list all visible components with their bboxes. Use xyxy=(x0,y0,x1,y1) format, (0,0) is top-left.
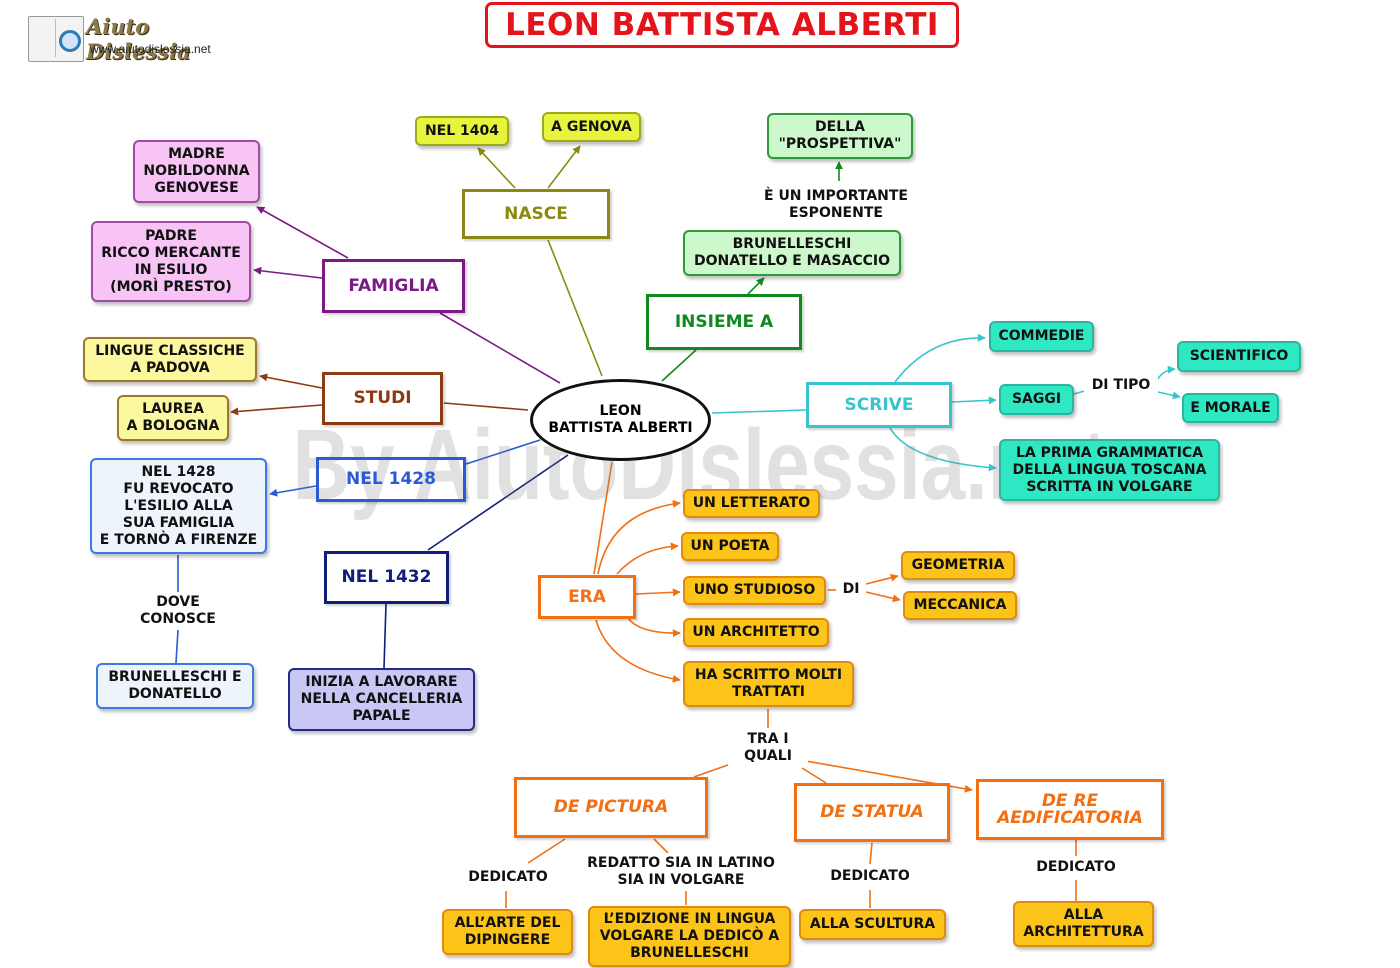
edge-era-letterato xyxy=(597,499,681,575)
nel1428-desc: NEL 1428 FU REVOCATO L'ESILIO ALLA SUA F… xyxy=(90,458,267,554)
trattato-pictura: DE PICTURA xyxy=(514,777,708,838)
nel1432-node: NEL 1432 xyxy=(324,551,449,604)
edge-era-poeta xyxy=(616,542,679,575)
edge-di-geometria xyxy=(865,573,899,585)
edge-famiglia-madre xyxy=(256,206,349,259)
famiglia-padre: PADRE RICCO MERCANTE IN ESILIO (MORÌ PRE… xyxy=(91,221,251,302)
era-studioso: UNO STUDIOSO xyxy=(683,576,826,605)
magnifier-icon xyxy=(59,30,81,52)
studi-laurea: LAUREA A BOLOGNA xyxy=(117,395,229,441)
page-title: LEON BATTISTA ALBERTI xyxy=(485,2,959,48)
aedificatoria-dedicato: DEDICATO xyxy=(1028,857,1124,877)
nel1428-link: DOVE CONOSCE xyxy=(128,592,228,630)
edge-famiglia-padre xyxy=(253,266,323,279)
edge-center-nasce xyxy=(547,239,603,377)
edge-center-era xyxy=(593,461,613,575)
edge-studi-lingue xyxy=(259,373,323,389)
scrive-ditipo: DI TIPO xyxy=(1084,376,1158,394)
edge-era-architetto xyxy=(627,617,681,638)
scrive-commedie: COMMEDIE xyxy=(989,321,1094,352)
pictura-edizione: L’EDIZIONE IN LINGUA VOLGARE LA DEDICÒ A… xyxy=(588,906,791,967)
statua-dedicato: DEDICATO xyxy=(822,866,918,886)
edge-center-scrive xyxy=(711,409,807,414)
edge-nasce-genova xyxy=(547,145,581,189)
edge-center-insieme xyxy=(661,349,697,382)
era-poeta: UN POETA xyxy=(681,532,779,561)
logo-url: www.aiutodislessia.net xyxy=(90,42,211,56)
era-architetto: UN ARCHITETTO xyxy=(683,618,829,647)
logo: Aiuto Dislessia www.aiutodislessia.net xyxy=(28,12,238,64)
scrive-saggi: SAGGI xyxy=(999,384,1074,415)
edge-nasce-1404 xyxy=(477,147,516,189)
center-node: LEON BATTISTA ALBERTI xyxy=(530,379,711,461)
book-icon xyxy=(28,16,84,62)
edge-center-famiglia xyxy=(439,312,561,384)
edge-traiquali-statua xyxy=(801,767,827,784)
aedificatoria-architettura: ALLA ARCHITETTURA xyxy=(1013,901,1154,947)
scrive-grammatica: LA PRIMA GRAMMATICA DELLA LINGUA TOSCANA… xyxy=(999,439,1220,501)
nasce-place: A GENOVA xyxy=(542,112,641,142)
edge-center-studi xyxy=(443,402,529,411)
nel1428-node: NEL 1428 xyxy=(316,457,466,502)
edge-scrive-saggi xyxy=(951,396,997,405)
edge-1432-desc xyxy=(383,603,387,669)
era-node: ERA xyxy=(538,575,636,619)
studi-node: STUDI xyxy=(322,372,443,425)
nel1428-who: BRUNELLESCHI E DONATELLO xyxy=(96,663,254,709)
statua-scultura: ALLA SCULTURA xyxy=(799,909,946,940)
edge-ditipo-scientifico xyxy=(1155,365,1176,383)
studi-lingue: LINGUE CLASSICHE A PADOVA xyxy=(83,337,257,382)
logo-name: Aiuto Dislessia xyxy=(86,14,191,64)
era-di: DI xyxy=(836,580,866,598)
edge-di-meccanica xyxy=(865,591,901,603)
nel1432-desc: INIZIA A LAVORARE NELLA CANCELLERIA PAPA… xyxy=(288,668,475,731)
era-letterato: UN LETTERATO xyxy=(683,489,820,518)
edge-statua-dedicato xyxy=(869,842,873,865)
trattato-aedificatoria: DE RE AEDIFICATORIA xyxy=(976,779,1164,840)
insieme-node: INSIEME A xyxy=(646,294,802,350)
edge-dove-who xyxy=(175,629,179,664)
edge-era-studioso xyxy=(635,588,681,597)
era-traiquali: TRA I QUALI xyxy=(728,729,808,767)
insieme-link: È UN IMPORTANTE ESPONENTE xyxy=(750,186,922,224)
edge-center-1428 xyxy=(465,439,541,465)
pictura-dedicato: DEDICATO xyxy=(460,867,556,887)
nasce-year: NEL 1404 xyxy=(415,116,509,146)
pictura-redatto: REDATTO SIA IN LATINO SIA IN VOLGARE xyxy=(576,853,786,891)
scrive-scientifico: SCIENTIFICO xyxy=(1177,341,1301,372)
edge-scrive-grammatica xyxy=(889,427,997,472)
scrive-morale: E MORALE xyxy=(1182,393,1279,423)
pictura-arte: ALL’ARTE DEL DIPINGERE xyxy=(442,909,573,955)
era-meccanica: MECCANICA xyxy=(903,591,1017,620)
edge-insieme-who xyxy=(747,277,765,295)
edge-studi-laurea xyxy=(230,404,323,416)
insieme-who: BRUNELLESCHI DONATELLO E MASACCIO xyxy=(683,230,901,276)
edge-pictura-dedicato xyxy=(527,838,566,864)
edge-scrive-commedie xyxy=(894,333,986,383)
edge-ditipo-morale xyxy=(1157,391,1181,400)
edge-1428-desc xyxy=(269,485,317,497)
famiglia-node: FAMIGLIA xyxy=(322,259,465,313)
edge-center-1432 xyxy=(427,454,569,551)
edge-pictura-redatto xyxy=(653,838,669,854)
edge-era-trattati xyxy=(595,619,681,683)
scrive-node: SCRIVE xyxy=(806,382,952,428)
trattato-statua: DE STATUA xyxy=(794,783,950,842)
era-trattati: HA SCRITTO MOLTI TRATTATI xyxy=(683,661,854,707)
insieme-prospettiva: DELLA "PROSPETTIVA" xyxy=(767,113,913,159)
era-geometria: GEOMETRIA xyxy=(901,551,1015,580)
famiglia-madre: MADRE NOBILDONNA GENOVESE xyxy=(133,140,260,203)
nasce-node: NASCE xyxy=(462,189,610,239)
